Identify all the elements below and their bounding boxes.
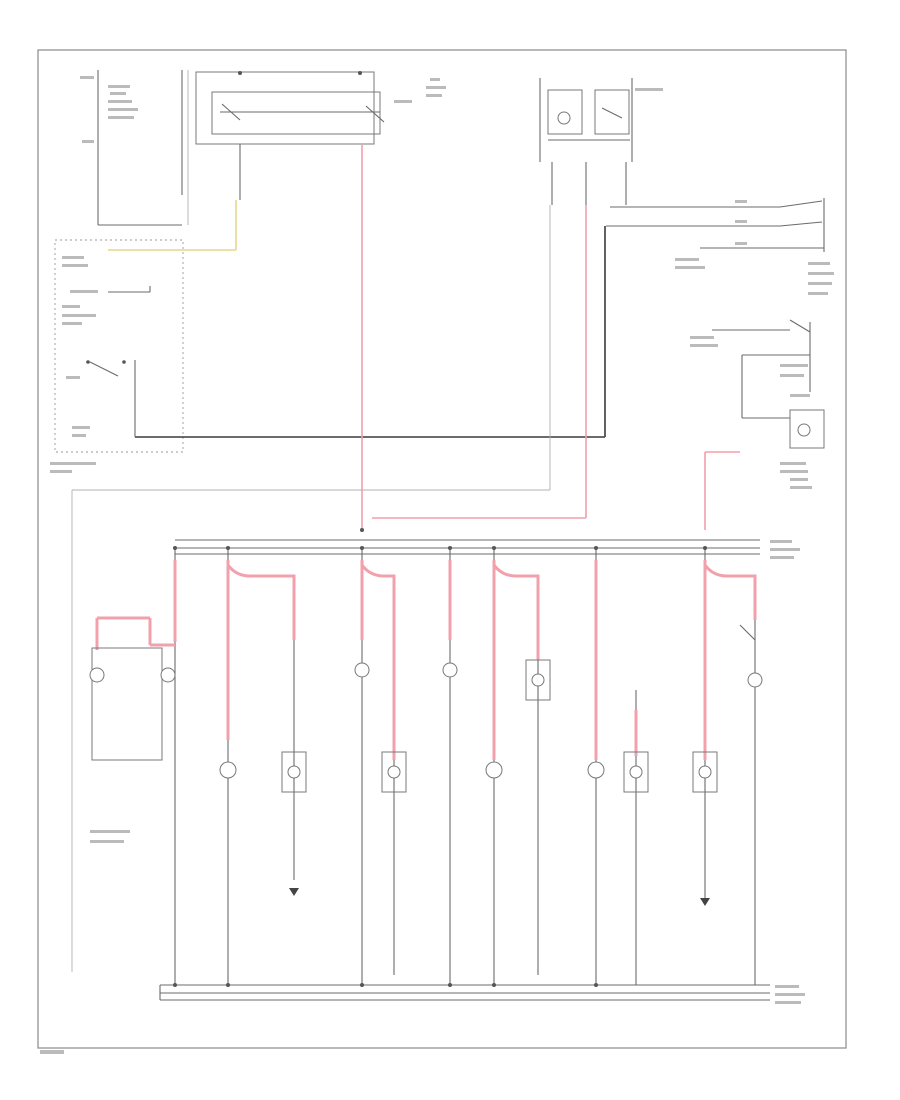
junction-dots	[173, 528, 707, 987]
legend-block	[90, 830, 130, 843]
diagram-id	[40, 1050, 64, 1054]
diagram-frame	[37, 49, 847, 1049]
top-left-module	[80, 70, 189, 226]
top-bus	[175, 539, 800, 559]
center-relay	[195, 71, 446, 200]
pink-feed-wires	[361, 145, 740, 530]
branch-wires	[91, 548, 757, 985]
ground-symbols	[289, 888, 710, 906]
left-switch-box	[50, 200, 606, 473]
top-right-module	[539, 78, 663, 205]
bottom-bus	[159, 984, 805, 1004]
right-switches	[606, 198, 834, 489]
component-lamps	[89, 624, 763, 793]
